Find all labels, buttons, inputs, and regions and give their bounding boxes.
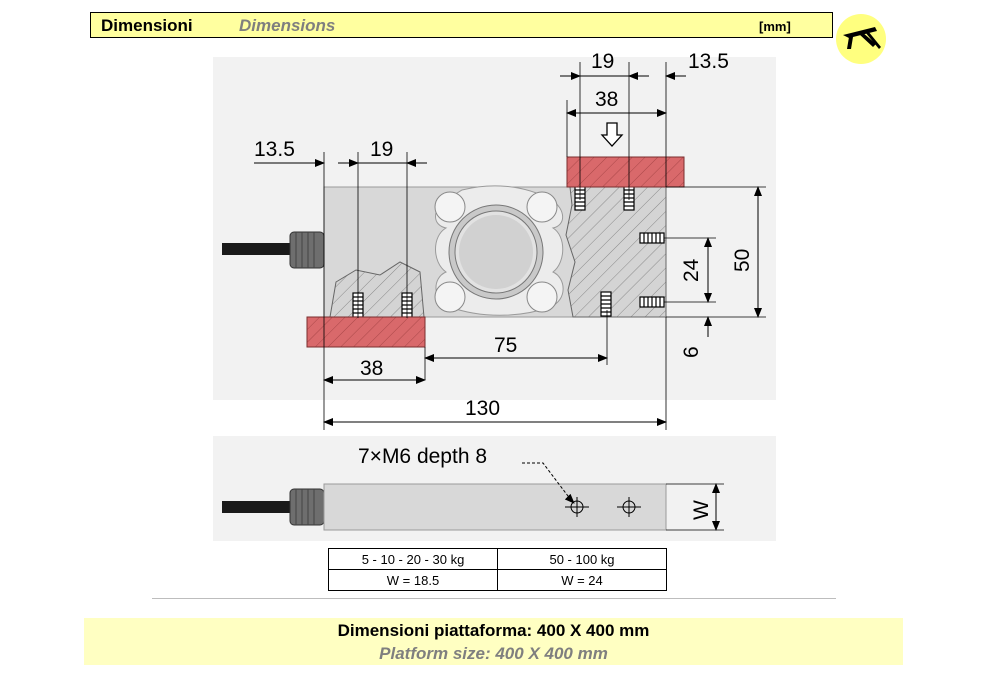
table-cell: W = 18.5 bbox=[328, 569, 498, 591]
dim-height: 50 bbox=[731, 249, 754, 272]
dim-bottom-offset: 6 bbox=[680, 346, 703, 358]
load-cell-side-view bbox=[222, 462, 724, 531]
thread-note: 7×M6 depth 8 bbox=[358, 445, 487, 468]
dim-right-offset: 13.5 bbox=[688, 50, 729, 73]
side-holes bbox=[565, 497, 641, 517]
dim-total-length: 130 bbox=[465, 397, 500, 420]
header-title-en: Dimensions bbox=[239, 16, 336, 35]
table-row: W = 18.5 W = 24 bbox=[328, 569, 667, 591]
technical-drawing: 19 13.5 38 13.5 19 38 75 130 50 24 6 7×M… bbox=[213, 50, 776, 541]
table-header-cell: 50 - 100 kg bbox=[497, 548, 667, 570]
header-unit: [mm] bbox=[759, 19, 791, 34]
dim-left-platform: 38 bbox=[360, 357, 383, 380]
platform-size-it: Dimensioni piattaforma: 400 X 400 mm bbox=[337, 621, 650, 640]
dim-center-distance: 75 bbox=[494, 334, 517, 357]
section-header: Dimensioni Dimensions [mm] bbox=[90, 12, 833, 38]
caliper-icon bbox=[836, 14, 886, 64]
platform-size-en: Platform size: 400 X 400 mm bbox=[379, 644, 608, 663]
dim-side-hole-spacing: 24 bbox=[680, 258, 703, 282]
table-header-cell: 5 - 10 - 20 - 30 kg bbox=[328, 548, 498, 570]
platform-size-band: Dimensioni piattaforma: 400 X 400 mm Pla… bbox=[84, 618, 903, 665]
width-symbol: W bbox=[690, 500, 713, 520]
load-arrow-icon bbox=[600, 122, 624, 147]
weight-table: 5 - 10 - 20 - 30 kg 50 - 100 kg W = 18.5… bbox=[328, 548, 667, 591]
dim-left-hole-spacing: 19 bbox=[370, 138, 393, 161]
bottom-platform bbox=[306, 316, 426, 348]
load-cell-top-view bbox=[323, 185, 667, 318]
table-row: 5 - 10 - 20 - 30 kg 50 - 100 kg bbox=[328, 548, 667, 570]
divider bbox=[152, 598, 836, 599]
dim-right-platform: 38 bbox=[595, 88, 618, 111]
header-title-it: Dimensioni bbox=[101, 16, 193, 35]
dim-right-hole-spacing: 19 bbox=[591, 50, 614, 73]
top-platform bbox=[566, 156, 685, 188]
table-cell: W = 24 bbox=[497, 569, 667, 591]
dim-left-offset: 13.5 bbox=[254, 138, 295, 161]
